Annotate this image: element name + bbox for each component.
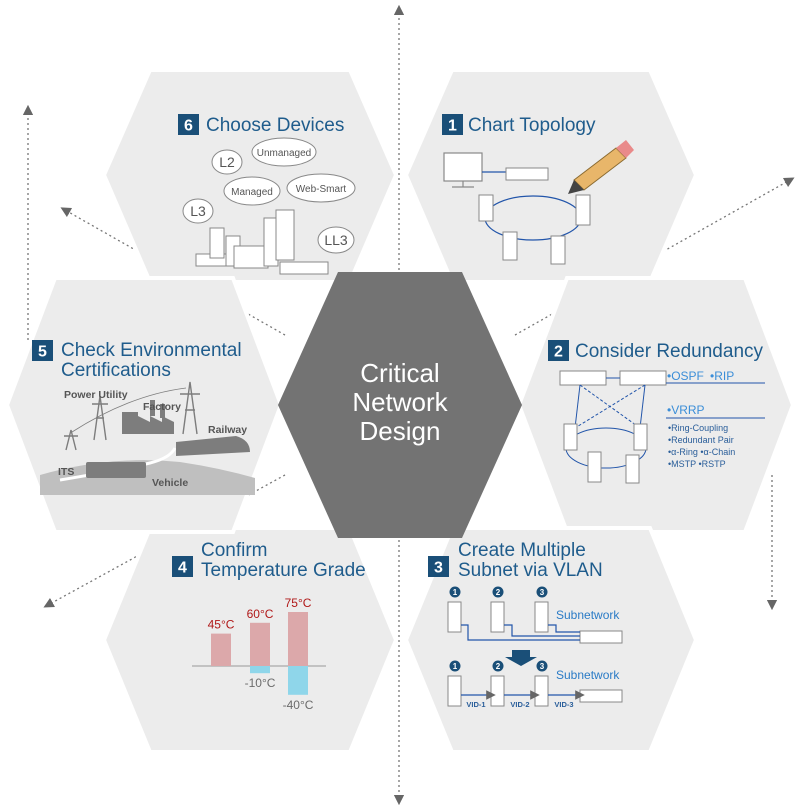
temp-bar-high-1 — [211, 633, 231, 666]
step-5-title-line-2: Certifications — [61, 360, 171, 381]
bubble-web-smart: Web-Smart — [296, 184, 347, 195]
protocol-rip: •RIP — [710, 369, 734, 383]
env-power-utility: Power Utility — [64, 389, 128, 401]
svg-text:1: 1 — [453, 588, 458, 597]
temp-bar-low-3 — [288, 666, 308, 695]
step-4-number: 4 — [178, 560, 187, 577]
core-switches — [559, 370, 667, 386]
vid-2: VID-2 — [510, 700, 529, 709]
temp-label-high-2: 60°C — [247, 607, 274, 621]
temp-label-low-2: -10°C — [245, 676, 276, 690]
switch-icon — [505, 167, 549, 181]
step-3-create-subnet: 3 Create Multiple Subnet via VLAN 1 2 3 … — [428, 540, 623, 709]
step-2-title: Consider Redundancy — [575, 341, 764, 362]
svg-text:2: 2 — [496, 588, 501, 597]
bubble-managed: Managed — [231, 187, 273, 198]
step-4-title-line-1: Confirm — [201, 540, 268, 561]
vlan-bottom-row: 1 2 3 VID-1 VID-2 VID-3 Subnetwork — [447, 660, 623, 709]
step-3-badge — [428, 556, 449, 577]
step-1-chart-topology: 1 Chart Topology — [442, 114, 634, 265]
step-1-badge — [442, 114, 463, 135]
step-6-choose-devices: 6 Choose Devices L2 Unmanaged Managed We… — [178, 114, 356, 275]
bubble-unmanaged: Unmanaged — [257, 148, 311, 159]
svg-text:3: 3 — [540, 662, 545, 671]
monitor-icon — [443, 152, 483, 188]
env-vehicle: Vehicle — [152, 477, 188, 489]
protocol-ospf: •OSPF — [667, 369, 704, 383]
speech-bubbles — [182, 137, 356, 254]
center-hexagon — [278, 272, 522, 538]
ring-switches — [563, 423, 648, 484]
temp-label-low-3: -40°C — [283, 698, 314, 712]
step-6-badge — [178, 114, 199, 135]
step-6-number: 6 — [184, 118, 193, 135]
ring-devices — [478, 194, 591, 265]
center-line-1: Critical — [360, 358, 439, 388]
step-3-number: 3 — [434, 560, 443, 577]
temperature-bars: 45°C 60°C -10°C 75°C -40°C — [208, 596, 314, 712]
environment-illustration — [40, 381, 255, 495]
protocol-vrrp: •VRRP — [667, 403, 705, 417]
step-4-title-line-2: Temperature Grade — [201, 560, 366, 581]
step-3-title-line-2: Subnet via VLAN — [458, 560, 603, 581]
step-2-badge — [548, 340, 569, 361]
temp-bar-high-3 — [288, 612, 308, 666]
layer-ll3: LL3 — [324, 232, 348, 248]
layer-l3: L3 — [190, 203, 206, 219]
center-line-3: Design — [360, 416, 441, 446]
svg-text:2: 2 — [496, 662, 501, 671]
env-railway: Railway — [208, 424, 247, 436]
method-ring-coupling: •Ring-Coupling — [668, 423, 728, 433]
temp-bar-high-2 — [250, 622, 270, 666]
step-5-badge — [32, 340, 53, 361]
step-1-number: 1 — [448, 118, 457, 135]
method-alpha-ring-chain: •α-Ring •α-Chain — [668, 447, 735, 457]
env-factory: Factory — [143, 401, 181, 413]
step-3-title-line-1: Create Multiple — [458, 540, 586, 561]
temp-label-high-3: 75°C — [285, 596, 312, 610]
step-1-title: Chart Topology — [468, 115, 596, 136]
device-group-icon — [195, 209, 329, 275]
step-5-title-line-1: Check Environmental — [61, 340, 242, 361]
step-6-title: Choose Devices — [206, 115, 344, 136]
method-mstp-rstp: •MSTP •RSTP — [668, 459, 726, 469]
temp-label-high-1: 45°C — [208, 618, 235, 632]
center-line-2: Network — [352, 387, 448, 417]
pencil-icon — [568, 140, 634, 194]
temp-bar-low-2 — [250, 666, 270, 674]
method-redundant-pair: •Redundant Pair — [668, 435, 734, 445]
vlan-top-row: 1 2 3 Subnetwork — [447, 586, 623, 644]
step-5-number: 5 — [38, 344, 47, 361]
svg-text:1: 1 — [453, 662, 458, 671]
step-5-environment: 5 Check Environmental Certifications Pow… — [32, 340, 255, 495]
hex-consider-redundancy — [516, 276, 796, 534]
down-arrow-icon — [505, 650, 537, 666]
layer-l2: L2 — [219, 154, 235, 170]
hex-choose-devices — [101, 68, 399, 284]
vid-1: VID-1 — [466, 700, 485, 709]
subnetwork-label-bottom: Subnetwork — [556, 668, 620, 682]
step-2-number: 2 — [554, 344, 563, 361]
step-4-badge — [172, 556, 193, 577]
step-2-consider-redundancy: 2 Consider Redundancy •OSPF •RIP •VRRP •… — [548, 340, 765, 484]
step-4-temperature: 4 Confirm Temperature Grade 45°C 60°C -10°… — [172, 540, 366, 712]
vid-3: VID-3 — [554, 700, 573, 709]
env-its: ITS — [58, 466, 74, 478]
subnetwork-label-top: Subnetwork — [556, 608, 620, 622]
svg-text:3: 3 — [540, 588, 545, 597]
